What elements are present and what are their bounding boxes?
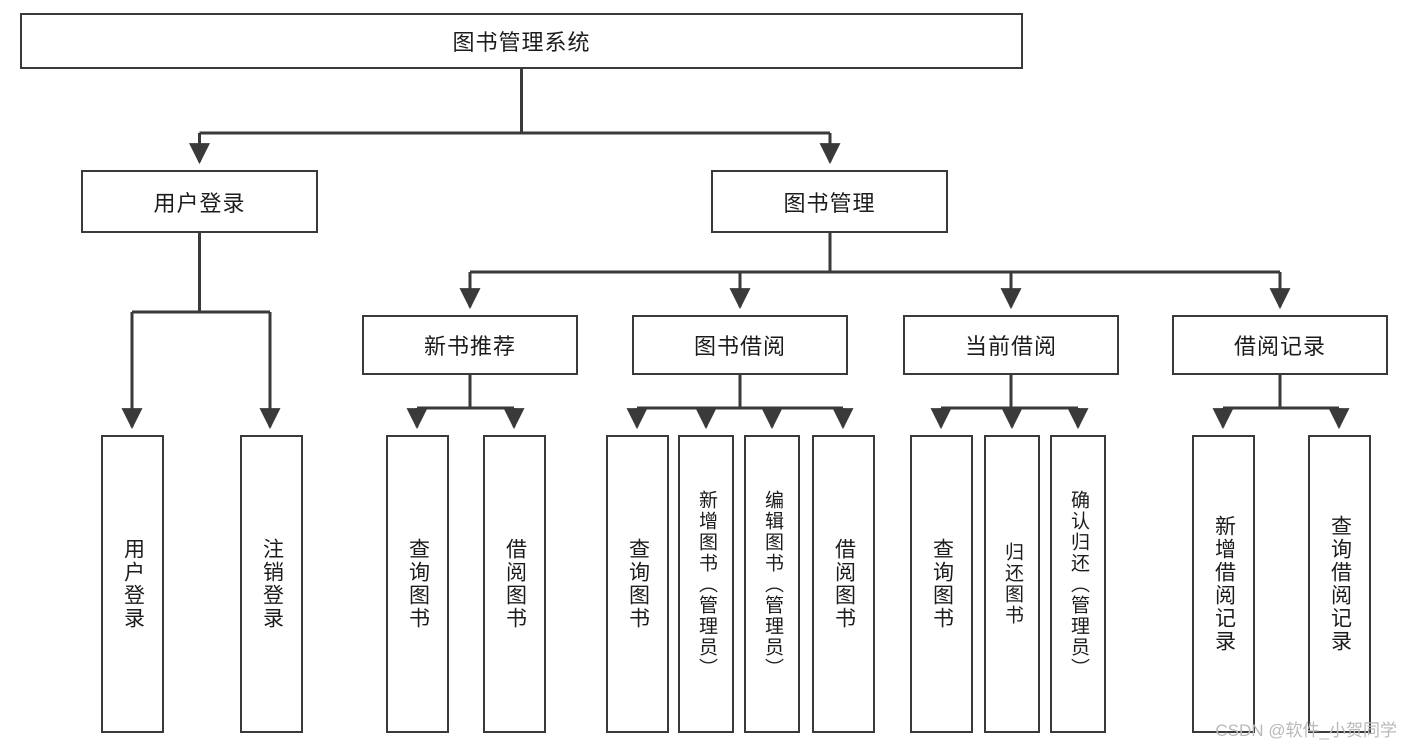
- node-current-borrow[interactable]: 当前借阅: [903, 315, 1119, 375]
- node-root[interactable]: 图书管理系统: [20, 13, 1023, 69]
- leaf-query-book-borrow[interactable]: 查询图书: [606, 435, 669, 733]
- leaf-query-book-rec[interactable]: 查询图书: [386, 435, 449, 733]
- node-borrow-record[interactable]: 借阅记录: [1172, 315, 1388, 375]
- leaf-add-borrow-record[interactable]: 新增借阅记录: [1192, 435, 1255, 733]
- leaf-return-book-label: 归还图书: [1001, 542, 1023, 626]
- node-book-management[interactable]: 图书管理: [711, 170, 948, 233]
- leaf-return-book[interactable]: 归还图书: [984, 435, 1040, 733]
- leaf-user-login[interactable]: 用户登录: [101, 435, 164, 733]
- node-current-borrow-label: 当前借阅: [964, 334, 1057, 359]
- node-book-borrow[interactable]: 图书借阅: [632, 315, 848, 375]
- node-borrow-record-label: 借阅记录: [1233, 334, 1326, 359]
- node-new-book-recommend[interactable]: 新书推荐: [362, 315, 578, 375]
- leaf-borrow-book-label: 借阅图书: [832, 538, 856, 630]
- node-new-book-recommend-label: 新书推荐: [423, 334, 516, 359]
- leaf-borrow-book[interactable]: 借阅图书: [812, 435, 875, 733]
- node-user-login-label: 用户登录: [153, 190, 246, 216]
- node-user-login[interactable]: 用户登录: [81, 170, 318, 233]
- watermark-text: CSDN @软件_小贺同学: [1215, 721, 1397, 740]
- leaf-query-book-rec-label: 查询图书: [406, 538, 430, 630]
- leaf-confirm-return-admin-label: 确认归还（管理员）: [1067, 489, 1089, 679]
- node-root-label: 图书管理系统: [452, 30, 591, 55]
- node-book-borrow-label: 图书借阅: [693, 334, 786, 359]
- leaf-query-book-current-label: 查询图书: [930, 538, 954, 630]
- leaf-confirm-return-admin[interactable]: 确认归还（管理员）: [1050, 435, 1106, 733]
- leaf-edit-book-admin-label: 编辑图书（管理员）: [761, 489, 783, 679]
- leaf-query-borrow-record-label: 查询借阅记录: [1328, 515, 1352, 653]
- leaf-query-borrow-record[interactable]: 查询借阅记录: [1308, 435, 1371, 733]
- leaf-add-borrow-record-label: 新增借阅记录: [1212, 515, 1236, 653]
- leaf-edit-book-admin[interactable]: 编辑图书（管理员）: [744, 435, 800, 733]
- leaf-borrow-book-rec[interactable]: 借阅图书: [483, 435, 546, 733]
- leaf-borrow-book-rec-label: 借阅图书: [503, 538, 527, 630]
- leaf-logout-label: 注销登录: [260, 538, 284, 630]
- leaf-query-book-borrow-label: 查询图书: [626, 538, 650, 630]
- leaf-logout[interactable]: 注销登录: [240, 435, 303, 733]
- node-book-management-label: 图书管理: [783, 190, 876, 216]
- leaf-add-book-admin[interactable]: 新增图书（管理员）: [678, 435, 734, 733]
- leaf-query-book-current[interactable]: 查询图书: [910, 435, 973, 733]
- leaf-add-book-admin-label: 新增图书（管理员）: [695, 489, 717, 679]
- leaf-user-login-label: 用户登录: [121, 538, 145, 630]
